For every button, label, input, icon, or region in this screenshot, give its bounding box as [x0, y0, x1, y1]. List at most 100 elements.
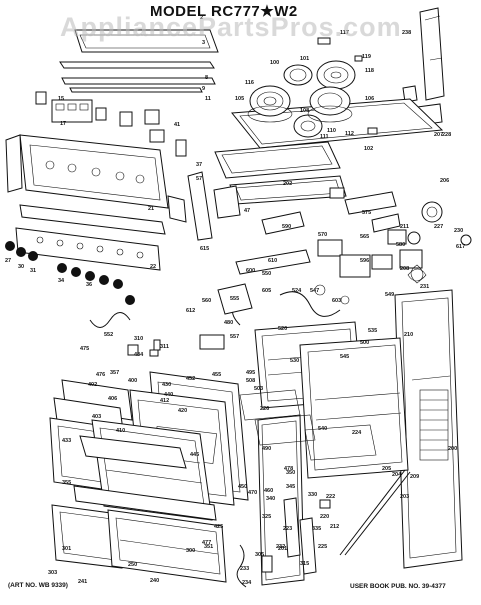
- callout: 311: [160, 344, 169, 350]
- callout: 227: [434, 224, 443, 230]
- callout: 223: [283, 526, 292, 532]
- callout: 208: [400, 266, 409, 272]
- callout: 102: [364, 146, 373, 152]
- callout: 202: [283, 181, 292, 187]
- watermark: AppliancePartsPros.com: [60, 12, 402, 42]
- callout: 222: [326, 494, 335, 500]
- callout: 357: [110, 370, 119, 376]
- callout: 108: [300, 108, 309, 114]
- callout: 445: [190, 452, 199, 458]
- callout: 524: [292, 288, 302, 294]
- callout: 565: [360, 234, 369, 240]
- callout: 226: [260, 406, 269, 412]
- backsplash-trim-assembly: [59, 29, 219, 93]
- callout: 201: [278, 546, 287, 552]
- callout: 200: [448, 446, 457, 452]
- callout: 478: [284, 466, 293, 472]
- callout: 300: [186, 548, 195, 554]
- callout: 234: [242, 580, 252, 586]
- callout: 241: [78, 579, 87, 585]
- callout: 225: [318, 544, 327, 550]
- callout: 101: [300, 56, 309, 62]
- callout: 402: [88, 382, 97, 388]
- callout: 549: [385, 292, 394, 298]
- callout: 400: [128, 378, 137, 384]
- callout: 11: [205, 96, 211, 102]
- callout: 224: [352, 430, 362, 436]
- callout: 310: [134, 336, 143, 342]
- callout: 351: [204, 544, 213, 550]
- callout: 30: [18, 264, 24, 270]
- callout: 484: [134, 352, 144, 358]
- drip-tray: [214, 141, 347, 205]
- callout: 575: [362, 210, 371, 216]
- callout: 615: [200, 246, 209, 252]
- callout: 490: [262, 446, 271, 452]
- callout: 550: [262, 271, 271, 277]
- callout: 210: [404, 332, 413, 338]
- callout: 440: [164, 392, 173, 398]
- callout: 520: [278, 326, 287, 332]
- callout: 433: [62, 438, 71, 444]
- callout: 250: [128, 562, 137, 568]
- callout: 555: [230, 296, 239, 302]
- callout: 590: [282, 224, 291, 230]
- callout: 503: [254, 386, 263, 392]
- model-title: MODEL RC777★W2: [150, 3, 298, 20]
- callout: 207: [434, 132, 443, 138]
- callout: 477: [202, 540, 211, 546]
- callout: 228: [442, 132, 451, 138]
- callout: 36: [86, 282, 92, 288]
- callout: 119: [362, 54, 371, 60]
- control-panel-assembly: [5, 91, 187, 271]
- callout: 470: [248, 490, 257, 496]
- callout: 3: [202, 40, 205, 46]
- callout: 110: [327, 128, 336, 134]
- callout: 111: [320, 134, 329, 140]
- callout: 27: [5, 258, 11, 264]
- hinges-small-parts: [89, 312, 331, 588]
- callout: 57: [196, 176, 202, 182]
- callout: 315: [300, 561, 309, 567]
- callout: 301: [62, 546, 71, 552]
- callout: 240: [150, 578, 159, 584]
- callout: 117: [340, 30, 349, 36]
- callout: 335: [312, 526, 321, 532]
- callout: 204: [392, 472, 402, 478]
- callout: 9: [202, 86, 205, 92]
- callout: 540: [318, 426, 327, 432]
- callout: 452: [186, 376, 195, 382]
- callout: 480: [224, 320, 233, 326]
- callout: 21: [148, 206, 154, 212]
- callout: 238: [402, 30, 411, 36]
- callout: 212: [330, 524, 339, 530]
- callout: 2: [200, 15, 203, 21]
- callout: 557: [230, 334, 239, 340]
- callout: 610: [268, 258, 277, 264]
- callout: 37: [196, 162, 202, 168]
- callout-labels: 2 3 8 9 11 15 17 21 22 27 30 31 34 36 37…: [5, 15, 465, 586]
- callout: 530: [290, 358, 299, 364]
- callout: 209: [410, 474, 419, 480]
- callout: 580: [396, 242, 405, 248]
- lower-oven-door: [49, 379, 213, 521]
- callout: 118: [365, 68, 374, 74]
- callout: 455: [212, 372, 221, 378]
- callout: 535: [368, 328, 377, 334]
- callout: 430: [162, 382, 171, 388]
- callout: 475: [80, 346, 89, 352]
- callout: 350: [286, 470, 295, 476]
- callout: 211: [400, 224, 409, 230]
- callout: 106: [365, 96, 374, 102]
- callout: 230: [454, 228, 463, 234]
- callout: 603: [332, 298, 341, 304]
- callout: 41: [174, 122, 180, 128]
- callout: 406: [108, 396, 117, 402]
- callout: 325: [262, 514, 271, 520]
- callout: 31: [30, 268, 36, 274]
- callout: 34: [58, 278, 65, 284]
- callout: 500: [360, 340, 369, 346]
- cooktop-assembly: [231, 37, 444, 149]
